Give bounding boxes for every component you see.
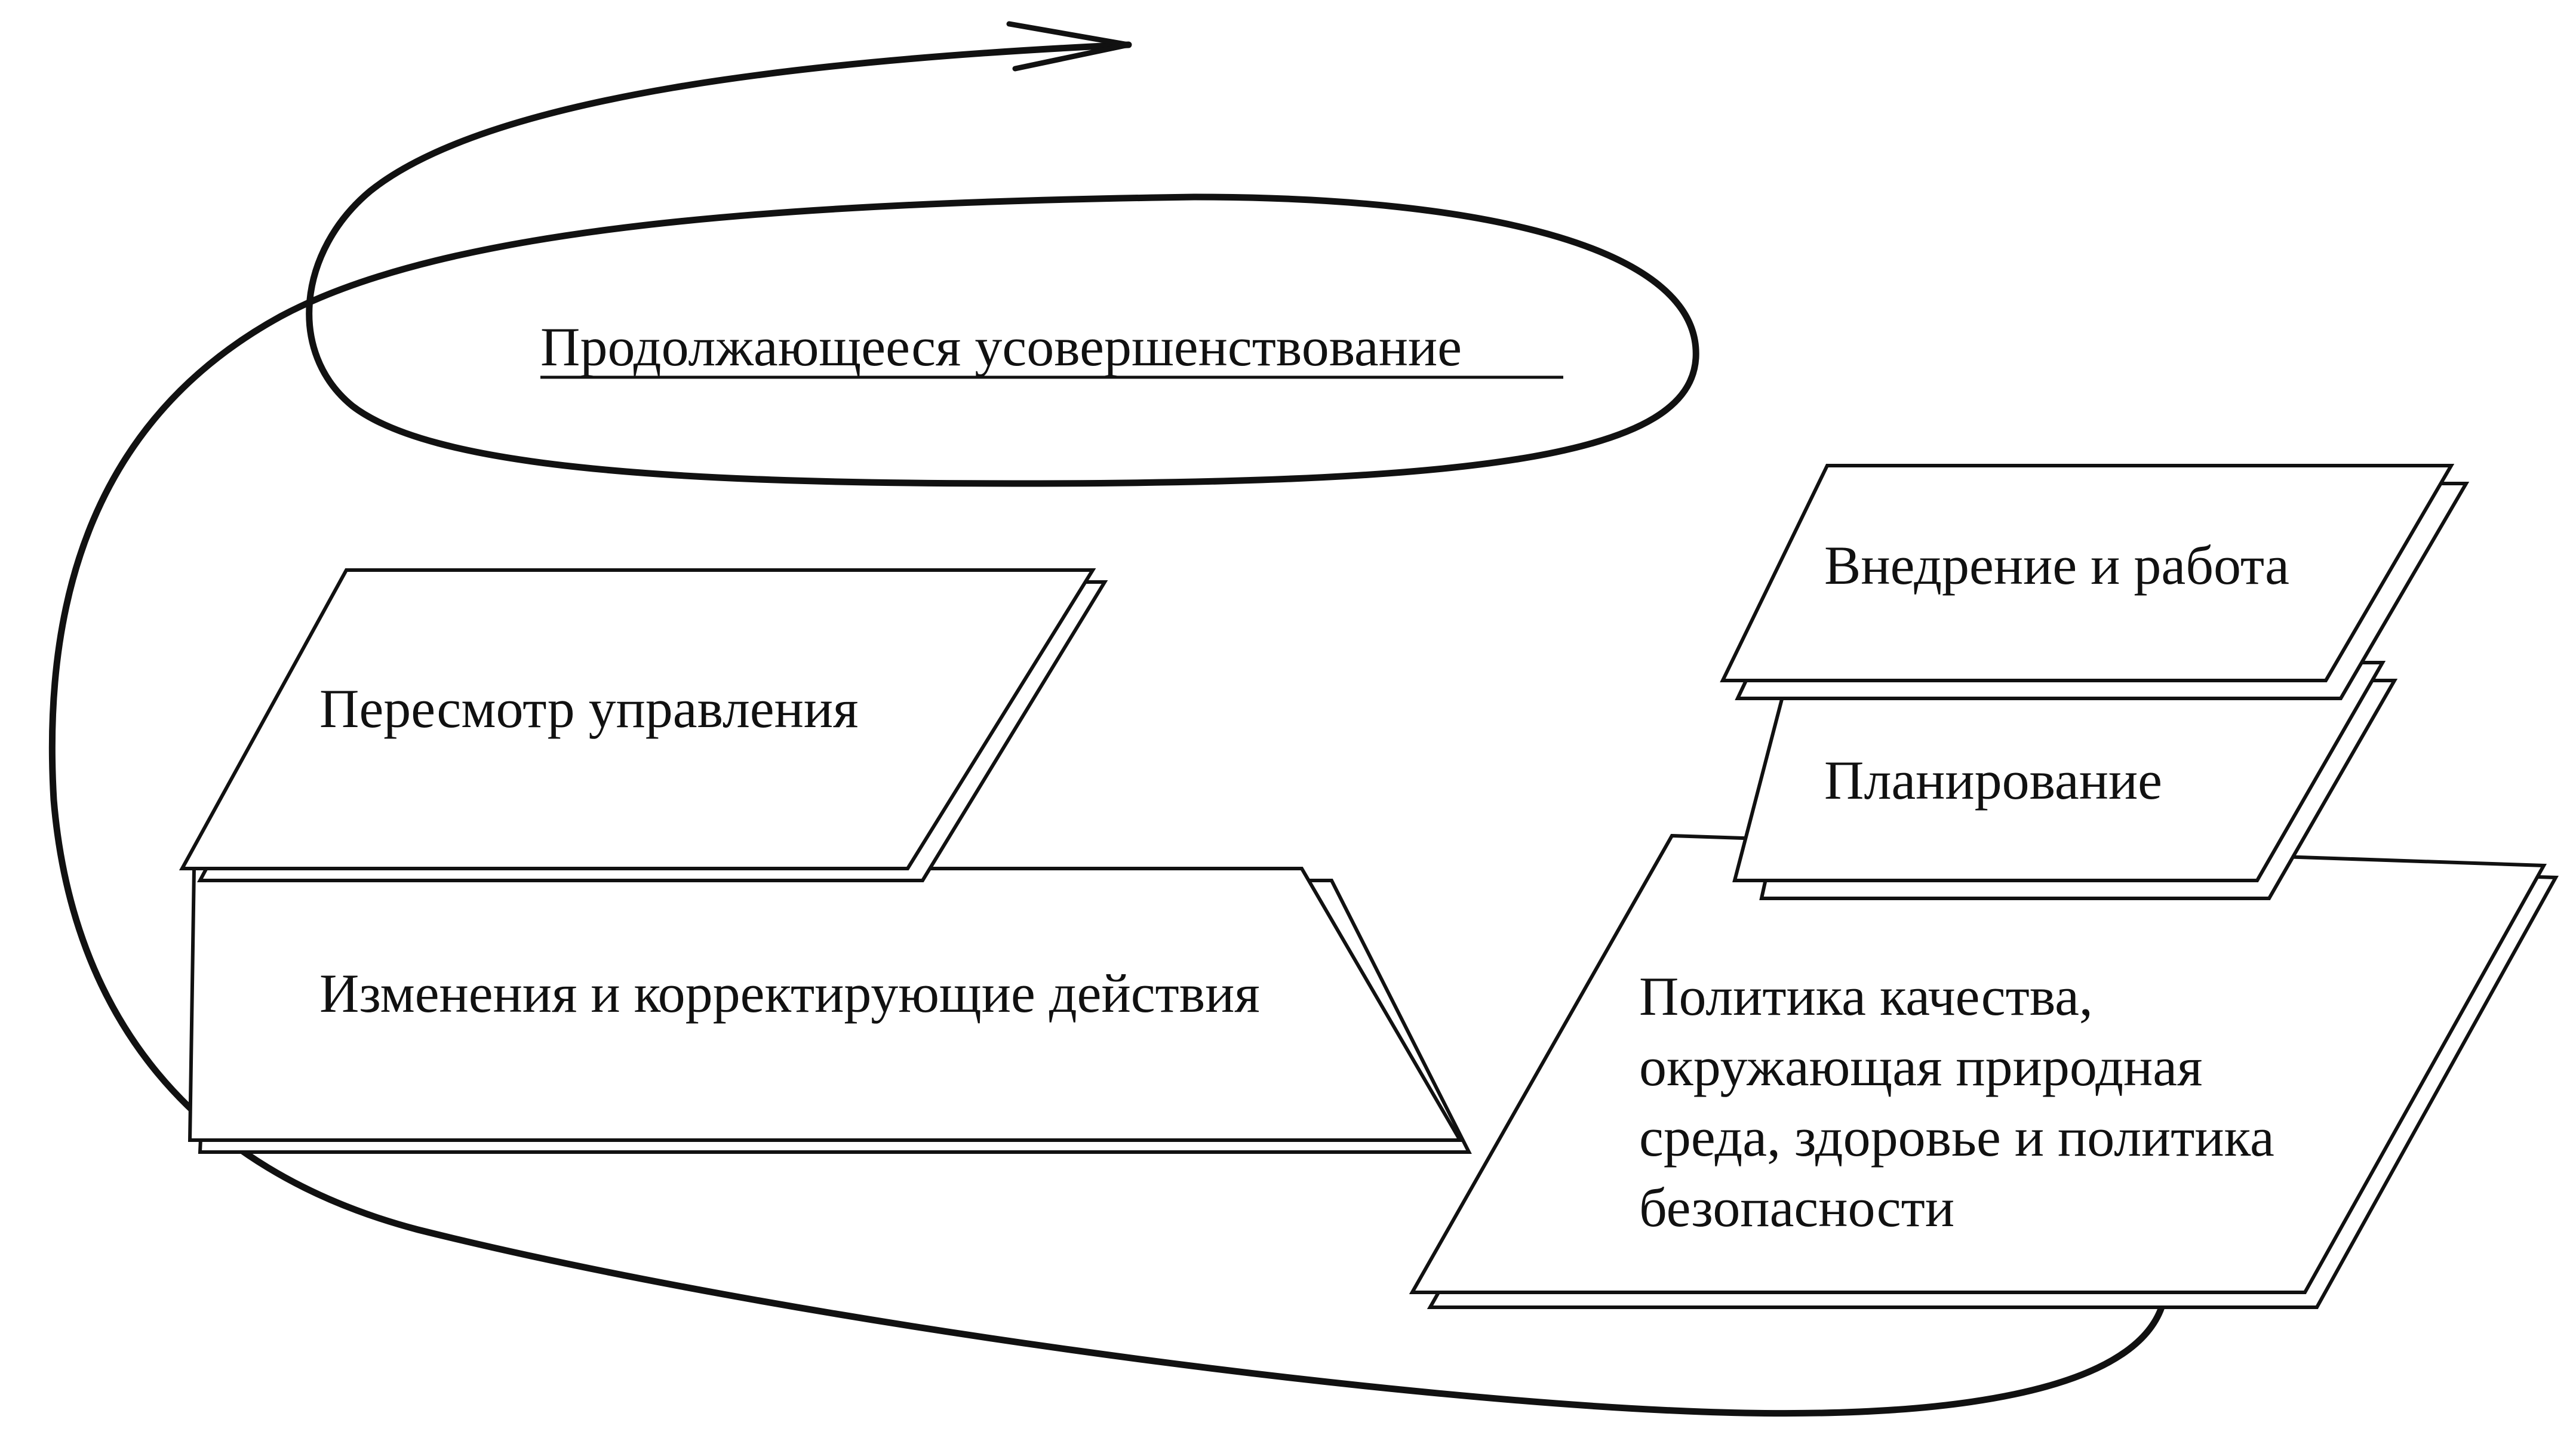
arrow-head-icon	[1006, 21, 1132, 72]
label-corrective-actions: Изменения и корректирующие действия	[319, 963, 1260, 1024]
label-policy-line-1: Политика качества,	[1639, 966, 2093, 1027]
label-policy-line-3: среда, здоровье и политика	[1639, 1107, 2274, 1168]
label-policy-line-4: безопасности	[1639, 1177, 1954, 1238]
label-planning: Планирование	[1824, 750, 2162, 811]
label-implementation: Внедрение и работа	[1824, 535, 2289, 596]
plate-planning	[1732, 661, 2398, 900]
plate-policy	[1409, 833, 2559, 1309]
plate-implementation	[1720, 464, 2470, 700]
label-policy-line-2: окружающая природная	[1639, 1036, 2202, 1097]
plate-corrective-actions	[187, 867, 1472, 1154]
improvement-spiral-arrow	[48, 41, 2175, 1417]
plate-management-review	[179, 568, 1108, 882]
loop-label: Продолжающееся усовершенствование	[540, 316, 1462, 377]
label-management-review: Пересмотр управления	[319, 678, 858, 739]
